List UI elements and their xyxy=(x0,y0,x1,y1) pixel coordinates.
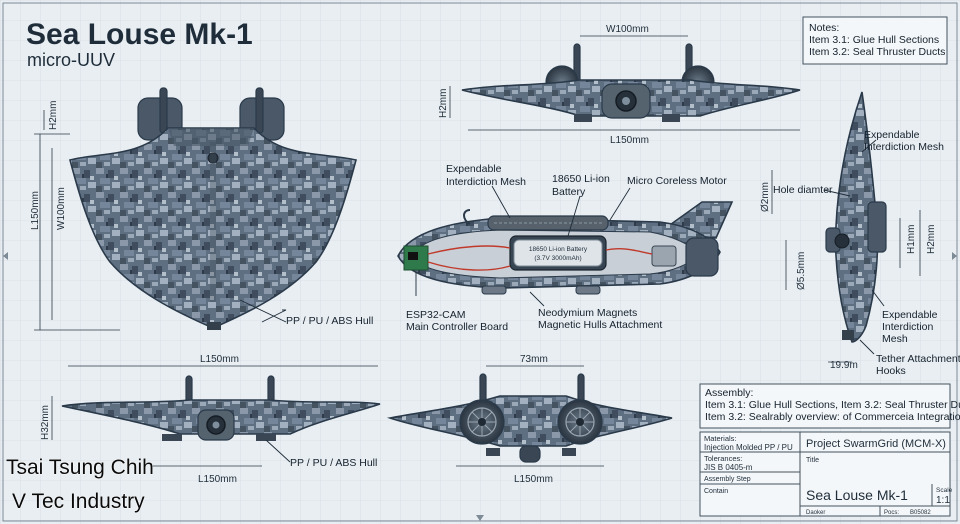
watermark-line-1: Tsai Tsung Chih xyxy=(6,456,154,479)
tb-materials-label: Materials: xyxy=(704,434,737,443)
cutaway-magnet-1 xyxy=(481,285,507,295)
battery-print-1: 18650 Li-ion Battery xyxy=(529,246,588,253)
dim-sv-d5: Ø5.5mm xyxy=(796,252,807,290)
callout-right-mesh-a1: Expendable xyxy=(864,129,920,141)
rear-view: 73mm L150mm xyxy=(386,354,673,485)
callout-esp-1: ESP32-CAM xyxy=(406,309,466,321)
tb-title-label: Title xyxy=(806,457,819,464)
dim-top-l150: L150mm xyxy=(30,191,41,230)
assembly-line-2: Item 3.2: Sealrably overview: of Commerc… xyxy=(705,411,960,423)
assembly-line-1: Item 3.1: Glue Hull Sections, Item 3.2: … xyxy=(705,399,960,411)
watermark: Tsai Tsung Chih V Tec Industry xyxy=(6,456,155,514)
dim-sv-d2: Ø2mm xyxy=(760,182,771,212)
right-hull xyxy=(834,91,879,343)
callout-right-mesh-b2: Interdiction xyxy=(882,321,934,333)
callout-tether-2: Hooks xyxy=(876,365,906,377)
front-view: W100mm H2mm L150mm xyxy=(438,24,801,146)
top-view: H2mm L150mm W100mm PP / PU / ABS Hull xyxy=(30,87,373,331)
cutaway-mesh-bag xyxy=(487,215,609,231)
page-title: Sea Louse Mk-1 xyxy=(26,18,253,51)
dim-front-w100: W100mm xyxy=(606,24,649,35)
callout-mesh-1: Expendable xyxy=(446,163,502,175)
cutaway-thruster xyxy=(685,237,719,277)
notes-heading: Notes: xyxy=(809,22,839,34)
tb-tolerances-label: Tolerances: xyxy=(704,454,742,463)
dim-rear-73: 73mm xyxy=(520,354,548,365)
dim-sv-h2: H2mm xyxy=(926,225,937,254)
callout-hull-side: PP / PU / ABS Hull xyxy=(290,457,377,469)
callout-battery-2: Battery xyxy=(552,186,586,198)
assembly-box: Assembly: Item 3.1: Glue Hull Sections, … xyxy=(699,383,960,429)
callout-battery-1: 18650 Li-ion xyxy=(552,173,610,185)
callout-right-mesh-b1: Expendable xyxy=(882,309,938,321)
right-camera xyxy=(834,233,850,249)
callout-esp-2: Main Controller Board xyxy=(406,321,508,333)
tb-tolerances-value: JIS B 0405-m xyxy=(704,463,753,472)
top-spine xyxy=(210,142,216,302)
assembly-heading: Assembly: xyxy=(705,387,753,399)
page-header: Sea Louse Mk-1 micro-UUV xyxy=(26,18,253,70)
dim-side-l150: L150mm xyxy=(200,354,239,365)
tb-footer-num: B05082 xyxy=(910,510,931,516)
title-block: Materials: Injection Molded PP / PU Tole… xyxy=(699,431,953,517)
tb-assembly-step: Assembly Step xyxy=(704,476,751,483)
top-camera-port xyxy=(207,152,219,164)
callout-mesh-2: Interdiction Mesh xyxy=(446,176,526,188)
tb-footer-mid: Pocs: xyxy=(884,510,899,516)
tb-drawing-title: Sea Louse Mk-1 xyxy=(806,487,908,503)
tb-scale-value: 1:1 xyxy=(936,495,950,506)
tb-footer-left: Daoker xyxy=(806,510,825,516)
callout-motor: Micro Coreless Motor xyxy=(627,175,727,187)
callout-hull-top: PP / PU / ABS Hull xyxy=(286,315,373,327)
dim-sv-h1: H1mm xyxy=(906,225,917,254)
tb-materials-value: Injection Molded PP / PU xyxy=(704,443,793,452)
right-side-view: Ø2mm Hole diamter H1mm H2mm Ø5.5mm 19.9m… xyxy=(760,91,960,377)
tb-scale-label: Scale xyxy=(936,487,953,494)
callout-tether-1: Tether Attachment xyxy=(876,353,960,365)
rear-thruster-right xyxy=(557,399,603,445)
callout-magnets-2: Magnetic Hulls Attachment xyxy=(538,319,662,331)
callout-right-mesh-a2: Interdiction Mesh xyxy=(864,141,944,153)
dim-top-w100: W100mm xyxy=(56,187,67,230)
watermark-line-2: V Tec Industry xyxy=(12,490,145,513)
dim-front-l150: L150mm xyxy=(610,135,649,146)
notes-line-1: Item 3.1: Glue Hull Sections xyxy=(809,34,939,46)
cutaway-view: 18650 Li-ion Battery (3.7V 3000mAh) Expe… xyxy=(397,163,734,333)
dim-front-h2: H2mm xyxy=(438,89,449,118)
cutaway-magnet-2 xyxy=(575,285,601,295)
tb-contain: Contain xyxy=(704,488,728,495)
dim-side-l150b: L150mm xyxy=(198,474,237,485)
notes-box: Notes: Item 3.1: Glue Hull Sections Item… xyxy=(802,16,948,65)
callout-right-mesh-b3: Mesh xyxy=(882,333,908,345)
callout-magnets-1: Neodymium Magnets xyxy=(538,307,637,319)
callout-hole: Hole diamter xyxy=(773,184,833,196)
tb-project: Project SwarmGrid (MCM-X) xyxy=(806,438,946,450)
dim-sv-19: 19.9m xyxy=(830,360,858,371)
bottom-side-view: L150mm H32mm L150mm PP / PU / ABS Hull xyxy=(40,354,381,485)
battery-print-2: (3.7V 3000mAh) xyxy=(534,255,581,262)
notes-line-2: Item 3.2: Seal Thruster Ducts xyxy=(809,46,945,58)
dim-top-h2: H2mm xyxy=(48,101,59,130)
dim-side-h32: H32mm xyxy=(40,405,51,440)
rear-thruster-left xyxy=(459,399,505,445)
cutaway-motor xyxy=(651,245,677,267)
page-subtitle: micro-UUV xyxy=(27,50,115,70)
cutaway-wiring xyxy=(427,245,653,271)
dim-rear-l150: L150mm xyxy=(514,474,553,485)
